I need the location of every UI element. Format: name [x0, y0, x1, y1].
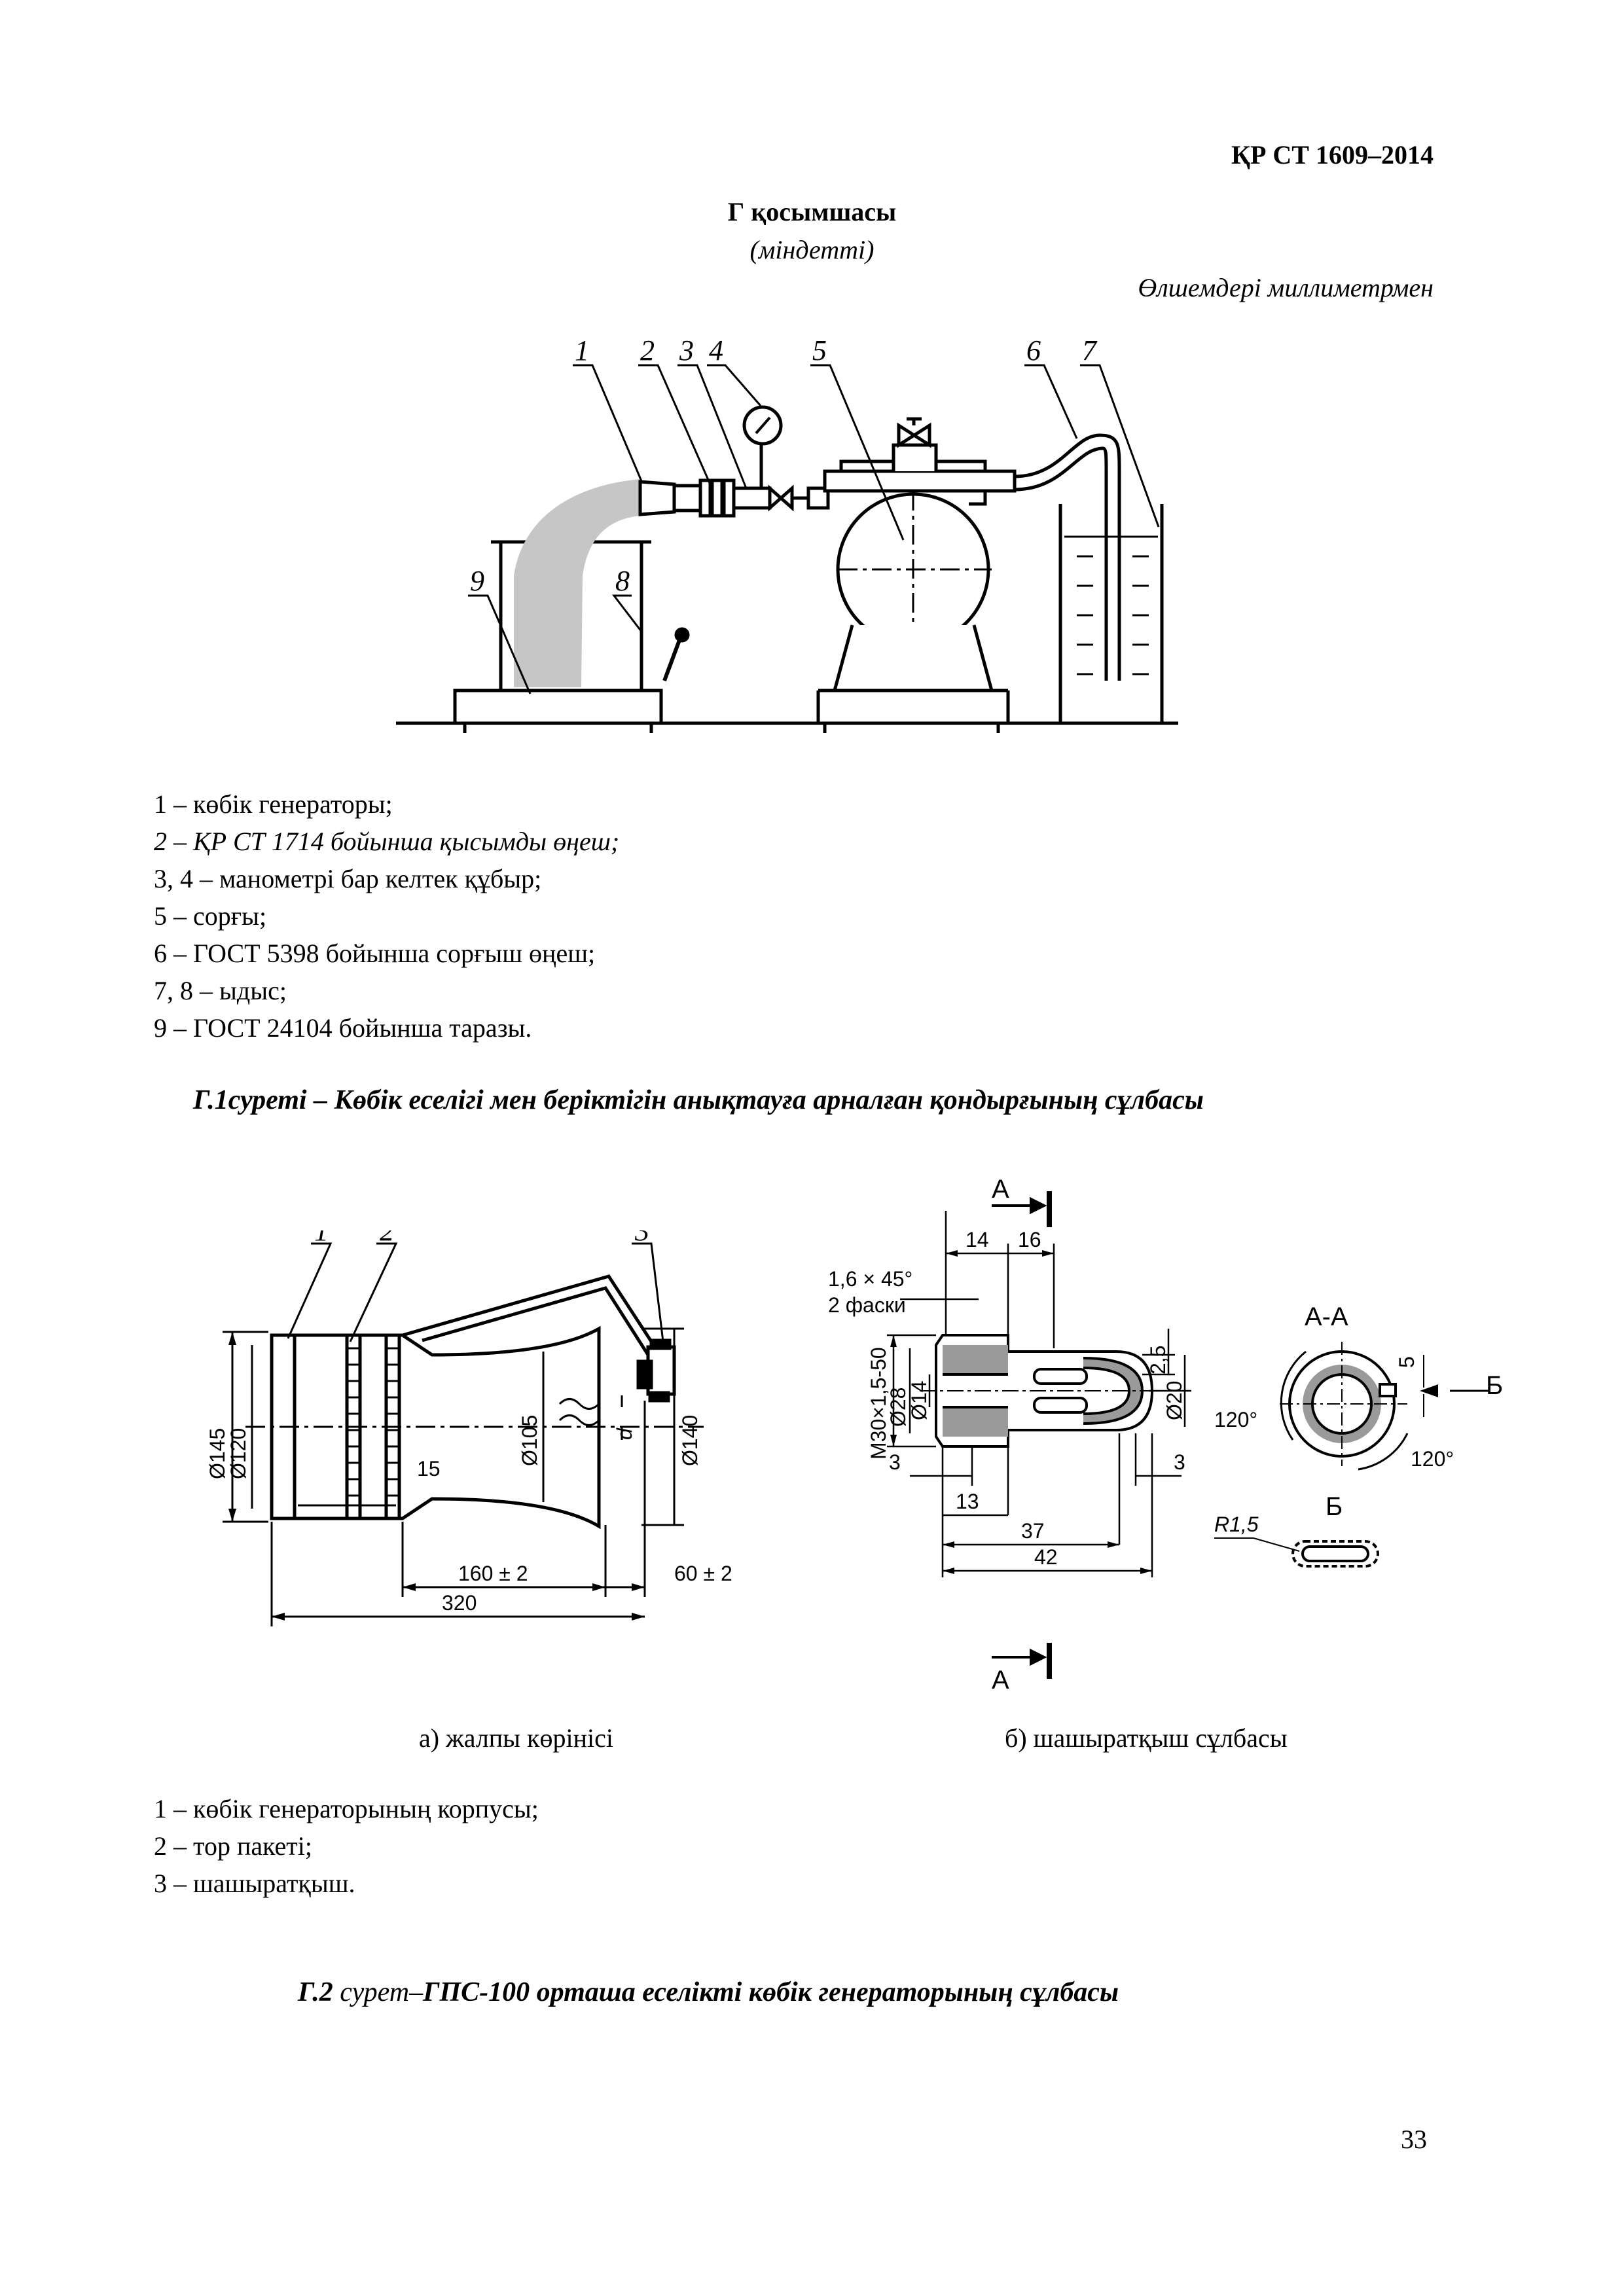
- radius-label: R1,5: [1214, 1513, 1259, 1536]
- dim-16: 16: [1018, 1228, 1041, 1251]
- legend-item: 2 – ҚР СТ 1714 бойынша қысымды өңеш;: [154, 827, 620, 856]
- dim-320: 320: [442, 1591, 477, 1615]
- subcaption-b: б) шашыратқыш сұлбасы: [1005, 1723, 1288, 1753]
- callout-3: 3: [679, 334, 694, 367]
- dim-14: 14: [965, 1228, 989, 1251]
- dim-d120: Ø120: [226, 1428, 250, 1479]
- figure2a-diagram: Ø145 Ø120 Ø105 Ø140 d 15 160 ± 2 60 ± 2 …: [206, 1230, 732, 1626]
- dim-2-5: 2,5: [1146, 1346, 1170, 1374]
- caption-prefix: Г.2: [298, 1977, 333, 2007]
- pressure-pipe: [732, 486, 772, 510]
- pump-base: [832, 624, 994, 692]
- caption-word: сурет–: [333, 1977, 424, 2007]
- callout-5: 5: [812, 334, 827, 367]
- dim-160: 160 ± 2: [458, 1562, 528, 1585]
- vessel-7: [1058, 504, 1164, 725]
- callout-2: 2: [380, 1230, 394, 1247]
- dim-13: 13: [956, 1490, 979, 1513]
- dim-d105: Ø105: [518, 1415, 541, 1466]
- dim-37: 37: [1021, 1519, 1045, 1543]
- legend-item: 1 – көбік генераторының корпусы;: [154, 1794, 539, 1823]
- figure2b-diagram: А А 1: [828, 1175, 1503, 1695]
- dim-d14: Ø14: [907, 1381, 931, 1420]
- units-note: Өлшемдері миллиметрмен: [1138, 273, 1434, 302]
- legend-item: 3, 4 – манометрі бар келтек құбыр;: [154, 864, 542, 893]
- section-mark-top: А: [992, 1175, 1009, 1204]
- dim-15: 15: [417, 1457, 441, 1480]
- scale-platform: [453, 689, 663, 725]
- angle-120-left: 120°: [1214, 1408, 1257, 1431]
- caption-text: ГПС-100 орташа еселікті көбік генераторы…: [423, 1977, 1119, 2007]
- dim-3-left: 3: [889, 1450, 901, 1474]
- dim-d140: Ø140: [678, 1415, 702, 1466]
- callout-7: 7: [1082, 334, 1098, 367]
- figure2-legend: 1 – көбік генераторының корпусы; 2 – тор…: [154, 1790, 539, 1902]
- standard-code: ҚР СТ 1609–2014: [1231, 140, 1434, 170]
- callout-1: 1: [314, 1230, 329, 1247]
- callout-8: 8: [615, 565, 630, 597]
- legend-item: 9 – ГОСТ 24104 бойынша таразы.: [154, 1013, 532, 1043]
- dim-d28: Ø28: [886, 1388, 910, 1427]
- angle-120-right: 120°: [1411, 1447, 1454, 1471]
- section-mark-bottom: А: [992, 1666, 1009, 1695]
- legend-item: 7, 8 – ыдыс;: [154, 976, 287, 1005]
- appendix-status: (міндетті): [749, 235, 875, 264]
- figure1-legend: 1 – көбік генераторы; 2 – ҚР СТ 1714 бой…: [154, 785, 619, 1047]
- legend-item: 3 – шашыратқыш.: [154, 1869, 355, 1898]
- appendix-title: Г қосымшасы: [727, 197, 897, 226]
- dim-d145: Ø145: [206, 1428, 229, 1479]
- callout-1: 1: [575, 334, 589, 367]
- dim-5: 5: [1395, 1356, 1418, 1368]
- subcaption-a: а) жалпы көрінісі: [419, 1723, 613, 1753]
- legend-item: 6 – ГОСТ 5398 бойынша сорғыш өңеш;: [154, 939, 596, 968]
- figure2-caption: Г.2 сурет–ГПС-100 орташа еселікті көбік …: [298, 1977, 1119, 2008]
- dim-chamfer: 1,6 × 45°: [828, 1267, 912, 1291]
- view-mark-b-right: Б: [1486, 1371, 1503, 1400]
- callout-4: 4: [709, 334, 723, 367]
- figure1-caption: Г.1суреті – Көбік еселігі мен беріктігін…: [193, 1085, 1204, 1115]
- dim-d-small: d: [613, 1427, 636, 1440]
- legend-item: 1 – көбік генераторы;: [154, 789, 393, 819]
- legend-item: 2 – тор пакеті;: [154, 1831, 313, 1861]
- view-mark-b-below: Б: [1326, 1492, 1343, 1521]
- slot-view: [1291, 1540, 1379, 1568]
- dim-d20: Ø20: [1163, 1381, 1186, 1420]
- dim-3-right: 3: [1174, 1450, 1185, 1474]
- callout-6: 6: [1026, 334, 1041, 367]
- page-number: 33: [1401, 2125, 1427, 2154]
- dim-60: 60 ± 2: [674, 1562, 732, 1585]
- callout-2: 2: [640, 334, 655, 367]
- callout-9: 9: [470, 565, 484, 597]
- callout-3: 3: [634, 1230, 649, 1247]
- dim-thread: M30×1,5-50: [867, 1347, 890, 1460]
- section-title: А-А: [1305, 1302, 1348, 1331]
- suction-hose: [1014, 433, 1121, 681]
- dim-42: 42: [1034, 1545, 1058, 1569]
- figure1-diagram: 1 2 3 4 5 6 7 8 9: [396, 334, 1178, 733]
- dim-chamfer-note: 2 фаски: [828, 1293, 906, 1317]
- legend-item: 5 – сорғы;: [154, 901, 267, 931]
- foam-stream: [514, 479, 640, 687]
- foam-generator: [638, 480, 676, 516]
